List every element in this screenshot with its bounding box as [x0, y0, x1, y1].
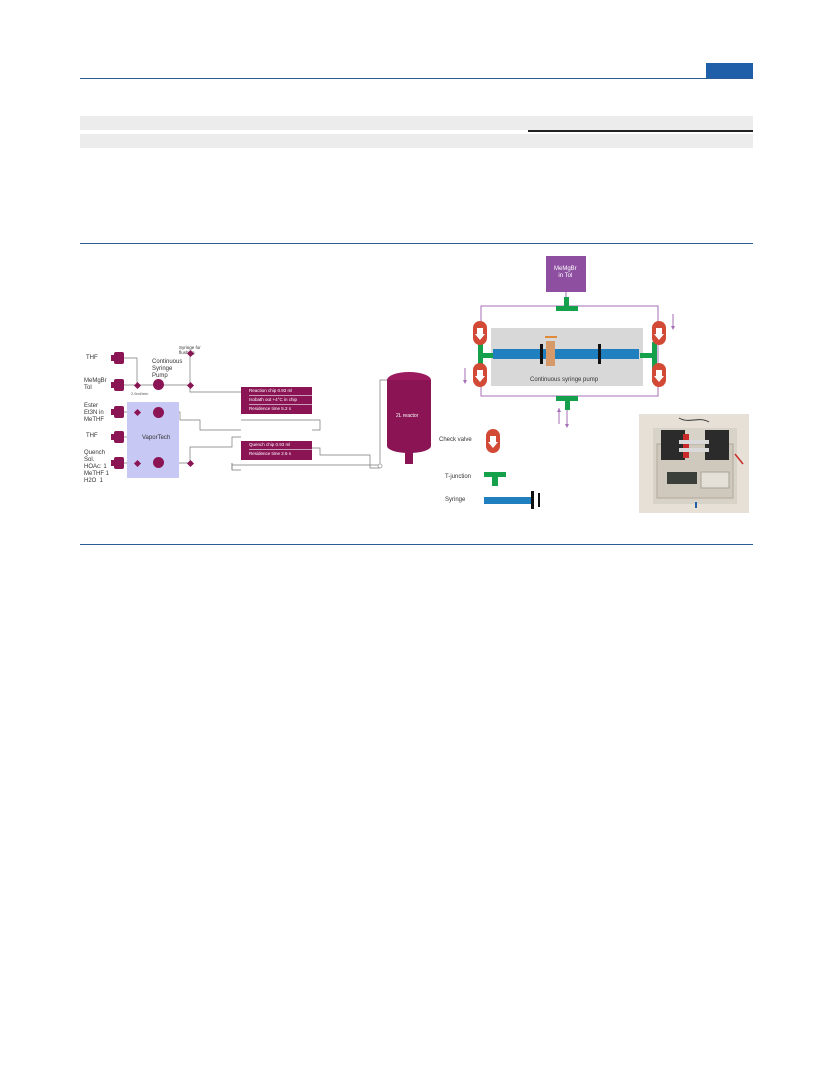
source-label-memgbr: MeMgBr Tol — [84, 378, 107, 391]
t-junction — [478, 353, 494, 358]
flushing-syringe-label: Syringe for flushing — [179, 345, 201, 355]
source-label-thf: THF — [86, 355, 98, 361]
reactor-vessel — [387, 372, 431, 464]
syringe-pump-label: Continuous Syringe Pump — [152, 359, 183, 379]
legend-t-junction-icon — [484, 472, 506, 477]
source-bottle — [111, 379, 124, 391]
check-valve — [652, 363, 666, 387]
reaction-chip-residence: Residence time 5.2 s — [249, 406, 292, 411]
flow-rate-label: 2.6ml/min — [131, 391, 149, 396]
t-junction — [652, 342, 657, 382]
legend-check-valve-icon — [486, 429, 500, 453]
header-tab — [706, 63, 753, 78]
reactor-label: 2L reactor — [396, 413, 419, 419]
legend-syringe-plunger — [531, 491, 534, 509]
t-junction — [556, 306, 578, 311]
pump-photo-image — [639, 414, 749, 513]
source-label-thf-2: THF — [86, 433, 98, 439]
t-junction — [565, 400, 570, 410]
check-valve — [473, 363, 487, 387]
legend-t-junction-icon — [492, 476, 498, 486]
source-label-quench: Quench Sol. HOAc: 1 MeTHF 1 H2O 1 — [84, 450, 110, 484]
legend-syringe-icon — [484, 497, 534, 504]
reaction-chip: Reaction chip 0.93 ml Isobath out +4°C i… — [241, 387, 312, 414]
reaction-chip-volume: Reaction chip 0.93 ml — [249, 387, 312, 396]
quench-chip: Quench chip 0.93 ml Residence time 2.6 s — [241, 441, 312, 460]
syringe-plunger — [540, 344, 543, 364]
source-bottle — [111, 352, 124, 364]
syringe-plunger — [598, 344, 601, 364]
header-rule — [80, 78, 753, 79]
t-junction — [556, 396, 578, 401]
syringe-barrel — [493, 349, 639, 359]
legend-syringe-label: Syringe — [445, 497, 466, 503]
syringe-pump-label: Continuous syringe pump — [530, 377, 599, 383]
figure-top-rule — [80, 243, 753, 244]
syringe-pump — [153, 379, 164, 390]
legend-t-junction-label: T-junction — [445, 474, 472, 480]
figure-bottom-rule — [80, 544, 753, 545]
quench-chip-volume: Quench chip 0.93 ml — [249, 441, 312, 450]
check-valve — [473, 321, 487, 345]
header-band-1 — [80, 116, 753, 130]
legend-syringe-end — [538, 493, 540, 507]
source-bottle — [111, 457, 124, 469]
quench-chip-residence: Residence time 2.6 s — [249, 451, 292, 456]
t-junction — [478, 342, 483, 382]
direction-arrow — [545, 336, 557, 338]
band-underline — [528, 130, 753, 132]
check-valve — [652, 321, 666, 345]
vaportech-pump — [153, 407, 164, 418]
vaportech-label: VaporTech — [142, 435, 171, 441]
source-label-ester: Ester Et3N in MeTHF — [84, 403, 104, 423]
vaportech-pump — [153, 457, 164, 468]
source-bottle — [111, 431, 124, 443]
t-junction — [564, 297, 569, 307]
legend-check-valve-label: Check valve — [439, 437, 472, 443]
t-junction — [640, 353, 654, 358]
pump-carriage — [546, 341, 555, 366]
reagent-label: MeMgBr in Tol — [554, 266, 577, 279]
reaction-chip-temp: Isobath out +4°C in chip — [249, 396, 312, 405]
reagent-box — [546, 256, 586, 292]
source-bottle — [111, 406, 124, 418]
header-band-2 — [80, 134, 753, 148]
pump-photo — [639, 414, 749, 513]
